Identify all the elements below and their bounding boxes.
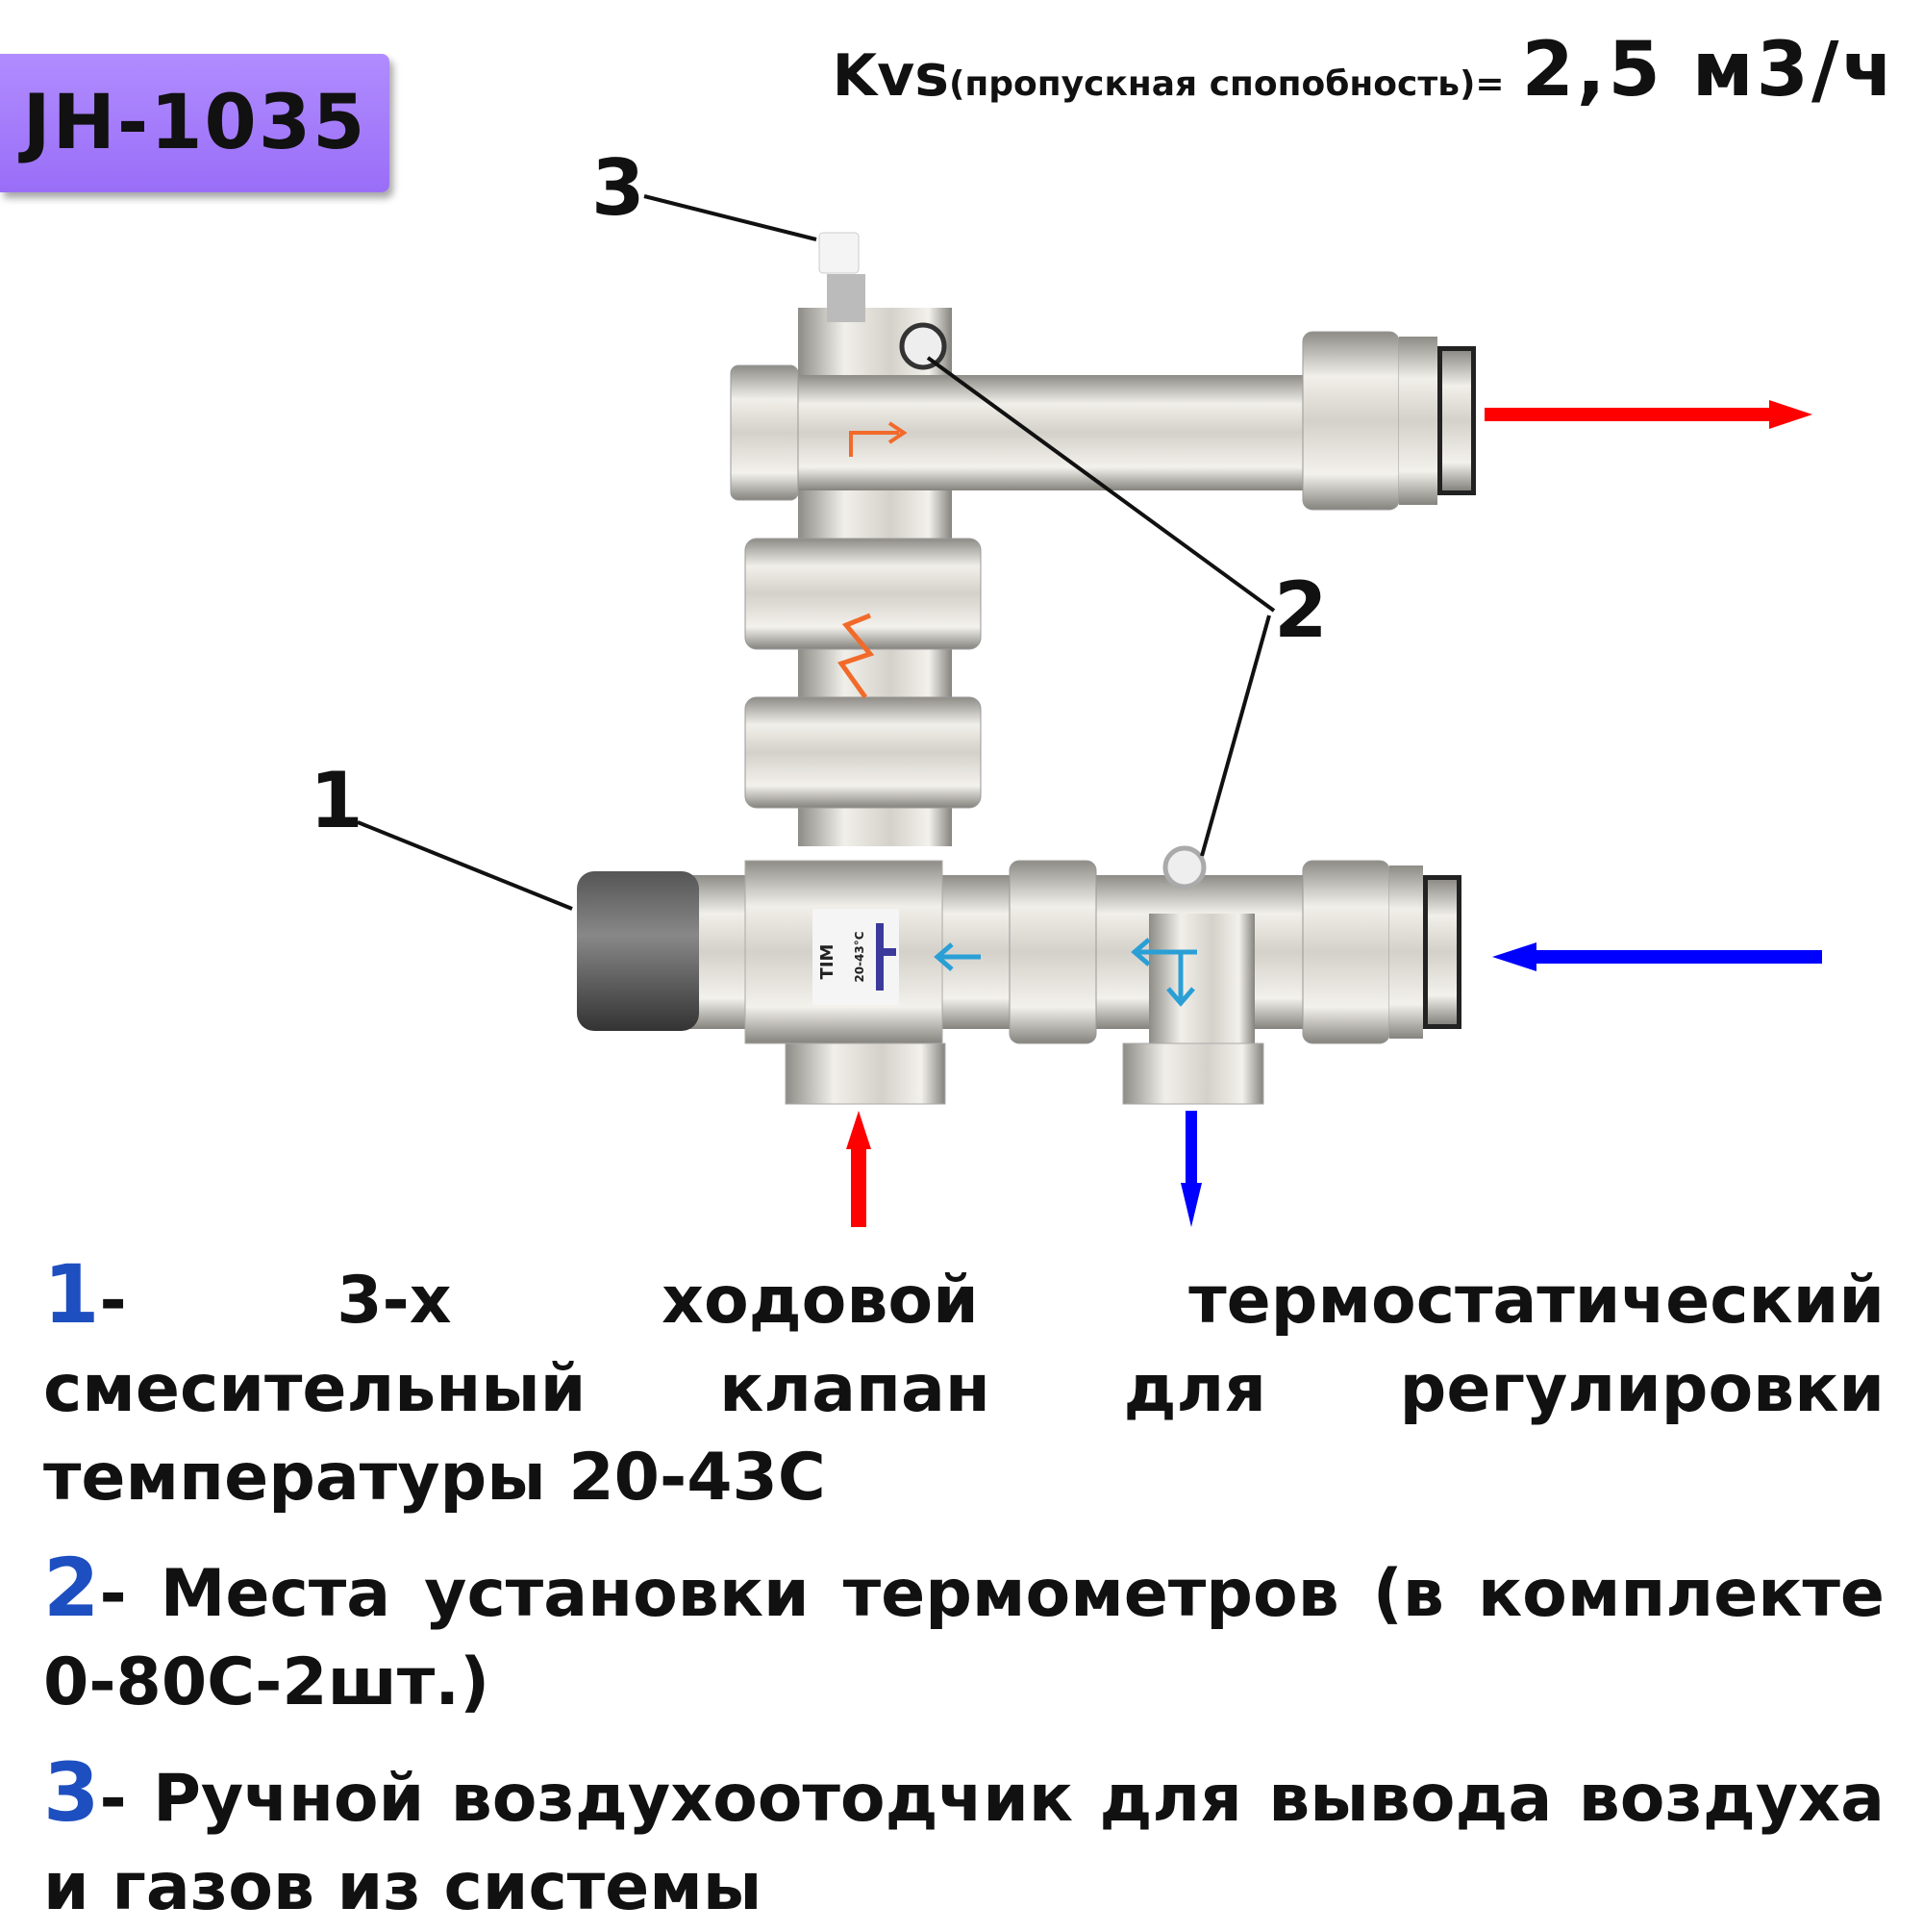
- description-2: 2- Места установки термометров (в компле…: [43, 1543, 1885, 1727]
- cold-return-arrow: [1181, 1111, 1202, 1227]
- valve-brand: TIM: [817, 944, 837, 980]
- callout-2: 2: [1274, 565, 1328, 655]
- kvs-spec: Kvs(пропускная спопобность)= 2,5 м3/ч: [833, 27, 1896, 113]
- callout-3: 3: [591, 143, 645, 233]
- descriptions: 1- 3-х ходовой термостатический смесител…: [43, 1250, 1885, 1932]
- model-code: JH-1035: [22, 80, 367, 166]
- model-badge: JH-1035: [0, 54, 389, 192]
- description-1: 1- 3-х ходовой термостатический смесител…: [43, 1250, 1885, 1522]
- description-number: 1: [43, 1247, 100, 1342]
- callout-lines: [357, 194, 1276, 911]
- thermometer-port-lower: [1162, 845, 1207, 890]
- description-number: 3: [43, 1745, 100, 1840]
- flow-arrow-orange-zigzag: [837, 613, 875, 699]
- kvs-note: (пропускная спопобность)=: [948, 64, 1505, 104]
- thermometer-port-upper: [899, 322, 947, 370]
- kvs-label: Kvs: [832, 42, 949, 110]
- valve-range: 20-43°C: [853, 931, 866, 982]
- air-vent-cap: [818, 232, 860, 274]
- flow-arrow-cyan-2: [1131, 938, 1197, 1007]
- hot-inlet-arrow: [846, 1111, 871, 1227]
- thermostatic-knob: [577, 871, 699, 1031]
- valve-diagram: TIM 20-43°C 3 2 1: [310, 143, 1822, 1227]
- flow-arrow-cyan-1: [934, 942, 981, 971]
- lower-pipe-assembly: TIM 20-43°C: [577, 845, 1461, 1105]
- upper-pipe-assembly: [730, 232, 1476, 846]
- description-number: 2: [43, 1541, 100, 1635]
- flow-arrow-orange-upper: [849, 421, 908, 457]
- cold-inlet-arrow: [1492, 942, 1822, 971]
- description-text: - 3-х ходовой термостатический смеситель…: [43, 1263, 1885, 1516]
- description-3: 3- Ручной воздухоотодчик для вывода возд…: [43, 1748, 1885, 1932]
- hot-outlet-arrow: [1485, 400, 1812, 429]
- description-text: - Места установки термометров (в комплек…: [43, 1556, 1885, 1720]
- description-text: - Ручной воздухоотодчик для вывода возду…: [43, 1761, 1885, 1925]
- kvs-value: 2,5 м3/ч: [1521, 27, 1896, 113]
- callout-1: 1: [310, 756, 363, 845]
